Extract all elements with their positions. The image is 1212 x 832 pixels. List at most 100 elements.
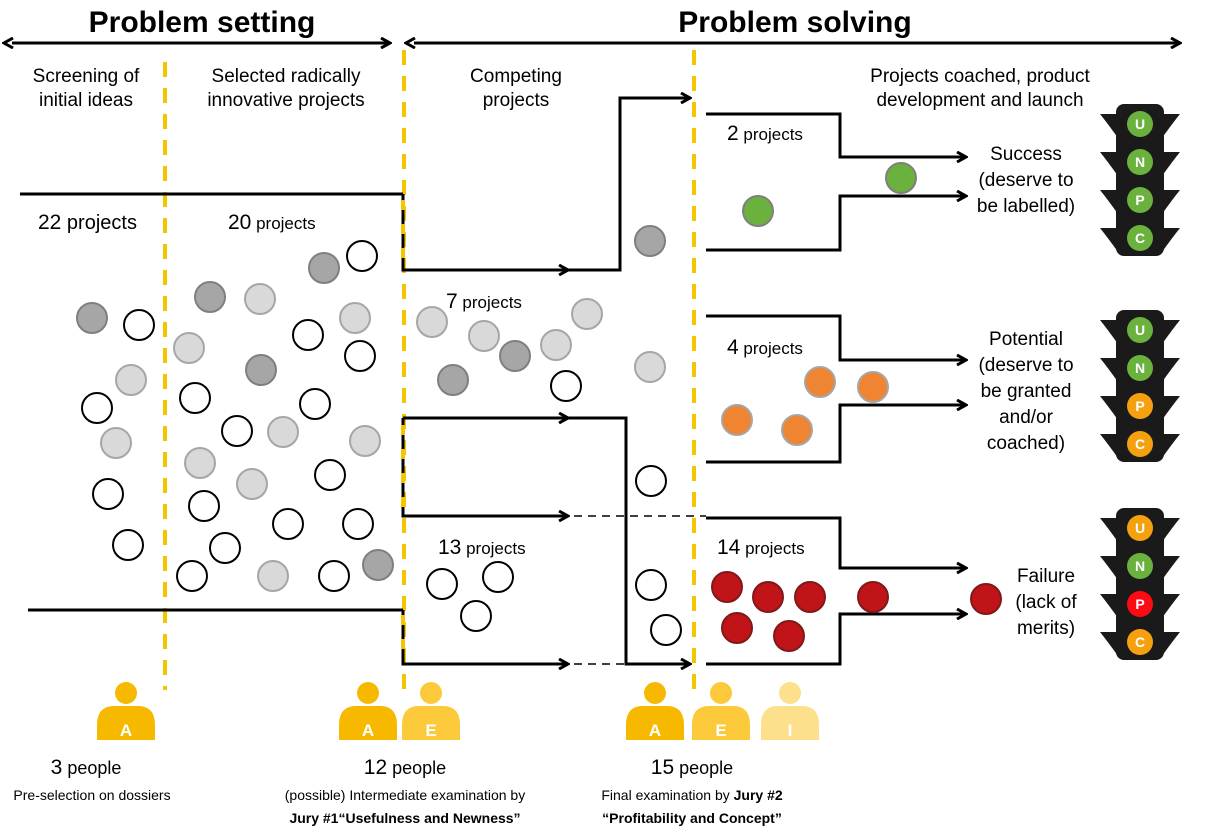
project-dot <box>188 490 220 522</box>
phase-competing-line-2: projects <box>483 90 550 111</box>
traffic-light-flap <box>1162 632 1180 656</box>
project-dot <box>468 320 500 352</box>
project-dot <box>857 581 889 613</box>
traffic-light-flap <box>1100 152 1118 176</box>
project-dot <box>426 568 458 600</box>
project-dot <box>635 569 667 601</box>
traffic-light-flap <box>1100 518 1118 542</box>
traffic-light-success: U N P C <box>1100 104 1180 256</box>
person-letter: A <box>362 721 374 740</box>
traffic-light-flap <box>1100 556 1118 580</box>
phase-competing-line-1: Competing <box>470 66 562 87</box>
project-dot <box>804 366 836 398</box>
problem-solving-title: Problem solving <box>678 6 911 39</box>
people-count-15: 15 people <box>651 756 733 779</box>
people-caption-final: Final examination by Jury #2 <box>601 787 783 803</box>
traffic-light-flap <box>1100 594 1118 618</box>
project-dot <box>100 427 132 459</box>
traffic-lamp-letter: P <box>1135 192 1144 208</box>
project-dot <box>970 583 1002 615</box>
count-4-projects: 4 projects <box>727 336 803 359</box>
outcome-potential-line: and/or <box>999 407 1054 428</box>
project-dot <box>339 302 371 334</box>
traffic-light-flap <box>1100 320 1118 344</box>
traffic-lamp-p <box>1127 187 1153 213</box>
jury-2-label: “Profitability and Concept” <box>602 810 782 826</box>
project-dot <box>721 404 753 436</box>
count-13-projects: 13 projects <box>438 536 526 559</box>
traffic-light-flap <box>1162 358 1180 382</box>
project-dot <box>318 560 350 592</box>
people-count-3: 3 people <box>51 756 122 779</box>
project-dot <box>781 414 813 446</box>
project-dot <box>194 281 226 313</box>
phase-selected-line-1: Selected radically <box>212 66 361 87</box>
person-icon-e: E <box>692 682 750 740</box>
traffic-light-flap <box>1162 594 1180 618</box>
traffic-lamp-letter: P <box>1135 398 1144 414</box>
phase-screening-line-2: initial ideas <box>39 90 133 111</box>
phase-screening-line-1: Screening of <box>33 66 140 87</box>
project-dot <box>416 306 448 338</box>
traffic-lamp-letter: U <box>1135 116 1145 132</box>
traffic-light-flap <box>1100 190 1118 214</box>
traffic-light-flap <box>1162 190 1180 214</box>
traffic-light-flap <box>1162 152 1180 176</box>
traffic-lamp-p <box>1127 591 1153 617</box>
people-count-12: 12 people <box>364 756 446 779</box>
traffic-light-flap <box>1162 114 1180 138</box>
person-body <box>626 706 684 740</box>
phase-separators <box>163 50 696 690</box>
traffic-lamp-c <box>1127 225 1153 251</box>
phase-selected-line-2: innovative projects <box>207 90 364 111</box>
project-dot <box>650 614 682 646</box>
traffic-light-flap <box>1100 396 1118 420</box>
traffic-lamp-c <box>1127 431 1153 457</box>
outcome-failure-line: Failure <box>1017 566 1075 587</box>
phase-coached-line-2: development and launch <box>876 90 1083 111</box>
project-dot <box>540 329 572 361</box>
person-letter: A <box>649 721 661 740</box>
traffic-light-flap <box>1162 556 1180 580</box>
project-dot <box>437 364 469 396</box>
project-dot <box>634 351 666 383</box>
project-dots <box>76 162 1002 652</box>
person-body <box>339 706 397 740</box>
project-dot <box>344 340 376 372</box>
traffic-light-body <box>1116 508 1164 660</box>
problem-setting-title: Problem setting <box>89 6 316 39</box>
project-dot <box>209 532 241 564</box>
project-dot <box>272 508 304 540</box>
traffic-lamp-letter: U <box>1135 520 1145 536</box>
person-head <box>115 682 137 704</box>
phase-coached-line-1: Projects coached, product <box>870 66 1090 87</box>
project-dot <box>115 364 147 396</box>
project-dot <box>244 283 276 315</box>
traffic-light-flap <box>1162 434 1180 458</box>
traffic-lamp-letter: N <box>1135 154 1145 170</box>
outcome-potential-line: Potential <box>989 329 1063 350</box>
outcome-failure: Failure (lack of merits) <box>1015 566 1077 639</box>
jury-1-label: Jury #1“Usefulness and Newness” <box>289 810 520 826</box>
traffic-lamp-n <box>1127 149 1153 175</box>
project-dot <box>221 415 253 447</box>
person-icon-i: I <box>761 682 819 740</box>
outcome-success-line: be labelled) <box>977 196 1075 217</box>
person-letter: E <box>425 721 436 740</box>
traffic-light-flap <box>1100 228 1118 252</box>
traffic-light-body <box>1116 310 1164 462</box>
outcome-potential-line: be granted <box>981 381 1072 402</box>
project-dot <box>362 549 394 581</box>
project-dot <box>257 560 289 592</box>
project-dot <box>550 370 582 402</box>
project-dot <box>179 382 211 414</box>
traffic-lamp-letter: C <box>1135 230 1145 246</box>
person-body <box>97 706 155 740</box>
project-dot <box>314 459 346 491</box>
person-letter: I <box>788 721 793 740</box>
person-body <box>761 706 819 740</box>
person-letter: A <box>120 721 132 740</box>
project-dot <box>571 298 603 330</box>
